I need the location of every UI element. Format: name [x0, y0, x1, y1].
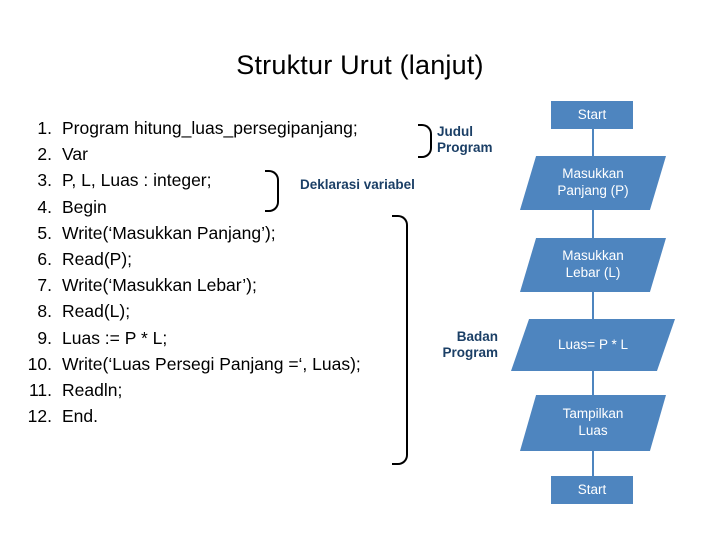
- flow-node-process-luas[interactable]: Luas= P * L: [511, 319, 675, 371]
- annotation-judul-line1: Judul: [437, 124, 473, 139]
- code-line-number: 2.: [37, 144, 52, 165]
- brace-badan-program: [392, 215, 408, 465]
- flow-node-process-luas-label: Luas= P * L: [558, 336, 628, 352]
- code-line-text: Readln;: [62, 379, 123, 400]
- code-line: 3. P, L, Luas : integer;: [14, 170, 434, 196]
- code-line-text: Var: [62, 144, 88, 165]
- code-line-number: 9.: [37, 327, 52, 348]
- code-line-number: 1.: [37, 118, 52, 138]
- code-line-number: 5.: [37, 222, 52, 243]
- code-listing: 1. Program hitung_luas_persegipanjang; 2…: [14, 118, 434, 432]
- flow-connector: [592, 129, 594, 156]
- code-line: 6. Read(P);: [14, 249, 434, 275]
- annotation-badan-line1: Badan: [456, 329, 498, 344]
- code-line-text: Read(L);: [62, 301, 131, 322]
- code-line-number: 12.: [27, 406, 52, 427]
- code-line: 1. Program hitung_luas_persegipanjang;: [14, 118, 434, 144]
- code-line: 10. Write(‘Luas Persegi Panjang =‘, Luas…: [14, 354, 434, 380]
- flow-node-input-lebar-line1: Masukkan: [562, 248, 624, 264]
- code-line-text: P, L, Luas : integer;: [62, 170, 212, 191]
- page-title: Struktur Urut (lanjut): [236, 50, 484, 80]
- code-line-text: Begin: [62, 196, 107, 217]
- flow-node-input-lebar[interactable]: Masukkan Lebar (L): [520, 238, 666, 292]
- code-line: 2. Var: [14, 144, 434, 170]
- flow-node-input-lebar-line2: Lebar (L): [565, 265, 621, 280]
- code-line-text: Write(‘Masukkan Lebar’);: [62, 275, 257, 296]
- annotation-judul-program: Judul Program: [437, 124, 523, 157]
- code-line-number: 3.: [37, 170, 52, 191]
- code-line: 12. End.: [14, 406, 434, 432]
- flow-node-output-luas-line2: Luas: [578, 423, 608, 438]
- annotation-judul-line2: Program: [437, 140, 493, 156]
- code-line: 9. Luas := P * L;: [14, 328, 434, 354]
- flow-node-output-luas[interactable]: Tampilkan Luas: [520, 395, 666, 451]
- code-line-text: Read(P);: [62, 248, 133, 269]
- code-line-text: End.: [62, 406, 98, 427]
- code-line-number: 4.: [37, 196, 52, 217]
- flow-node-end-label: Start: [577, 481, 607, 497]
- flow-node-start[interactable]: Start: [551, 101, 633, 129]
- code-line-text: Write(‘Luas Persegi Panjang =‘, Luas);: [62, 353, 361, 374]
- brace-judul-program: [418, 124, 432, 158]
- flow-node-output-luas-line1: Tampilkan: [562, 406, 624, 422]
- code-line-text: Write(‘Masukkan Panjang’);: [62, 222, 276, 243]
- flow-node-input-panjang-line2: Panjang (P): [557, 183, 629, 198]
- code-line-text: Luas := P * L;: [62, 327, 168, 348]
- flow-node-input-panjang-line1: Masukkan: [562, 166, 624, 182]
- annotation-deklarasi-variabel: Deklarasi variabel: [300, 177, 415, 192]
- code-line-number: 7.: [37, 275, 52, 296]
- code-line: 5. Write(‘Masukkan Panjang’);: [14, 223, 434, 249]
- code-line-number: 10.: [27, 353, 52, 374]
- code-line-text: Program hitung_luas_persegipanjang;: [62, 118, 358, 138]
- annotation-badan-program: Badan Program: [424, 329, 498, 362]
- flow-node-input-panjang[interactable]: Masukkan Panjang (P): [520, 156, 666, 210]
- flow-node-end[interactable]: Start: [551, 476, 633, 504]
- code-line-number: 8.: [37, 301, 52, 322]
- code-line-number: 6.: [37, 248, 52, 269]
- flow-connector: [592, 210, 594, 238]
- code-line: 11. Readln;: [14, 380, 434, 406]
- code-line: 8. Read(L);: [14, 301, 434, 327]
- flow-connector: [592, 292, 594, 319]
- code-line: 4. Begin: [14, 197, 434, 223]
- flow-connector: [592, 371, 594, 395]
- code-line: 7. Write(‘Masukkan Lebar’);: [14, 275, 434, 301]
- brace-deklarasi-variabel: [265, 170, 279, 212]
- flow-connector: [592, 451, 594, 476]
- annotation-badan-line2: Program: [442, 345, 498, 361]
- flow-node-start-label: Start: [577, 106, 607, 122]
- code-line-number: 11.: [28, 379, 52, 400]
